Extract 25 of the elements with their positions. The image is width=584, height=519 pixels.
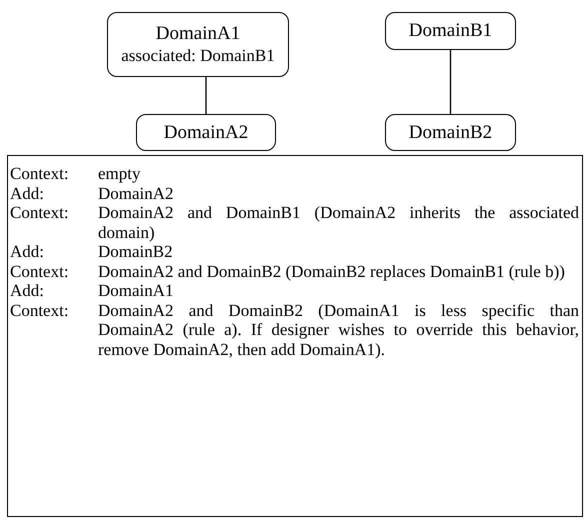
step-text: DomainA2 and DomainB2 (DomainB2 replaces DomainB1 (rule b)) — [98, 262, 565, 281]
step-text: DomainA2 — [98, 184, 174, 203]
domain-box — [385, 12, 516, 50]
connector-line — [205, 77, 207, 114]
step-label: Context: — [10, 203, 70, 224]
step-text: empty — [98, 164, 140, 184]
step-text: DomainA1 — [98, 281, 174, 300]
step-label: Context: — [10, 300, 70, 322]
domain-name: DomainA1 — [156, 22, 240, 44]
domain-name: DomainA2 — [164, 122, 248, 144]
step-label: Add: — [10, 242, 45, 262]
step-label: Context: — [10, 164, 70, 184]
domain-name: DomainB2 — [408, 122, 492, 144]
step-label: Context: — [10, 262, 70, 281]
domain-box — [136, 114, 276, 151]
domain-name: DomainB1 — [408, 20, 492, 42]
step-label: Add: — [10, 281, 45, 300]
domain-note: associated: DomainB1 — [121, 44, 275, 66]
step-text: DomainA2 and DomainB1 (DomainA2 inherits the associated domain) — [98, 203, 579, 242]
step-text: DomainA2 and DomainB2 (DomainA1 is less specific than DomainA2 (rule a). If designer wishes to override this behavior, remove DomainA2, then add DomainA1). — [98, 300, 579, 359]
domain-box — [385, 114, 516, 151]
domain-box — [107, 12, 289, 77]
step-text: DomainB2 — [98, 242, 173, 262]
connector-line — [450, 50, 452, 114]
step-label: Add: — [10, 184, 45, 203]
